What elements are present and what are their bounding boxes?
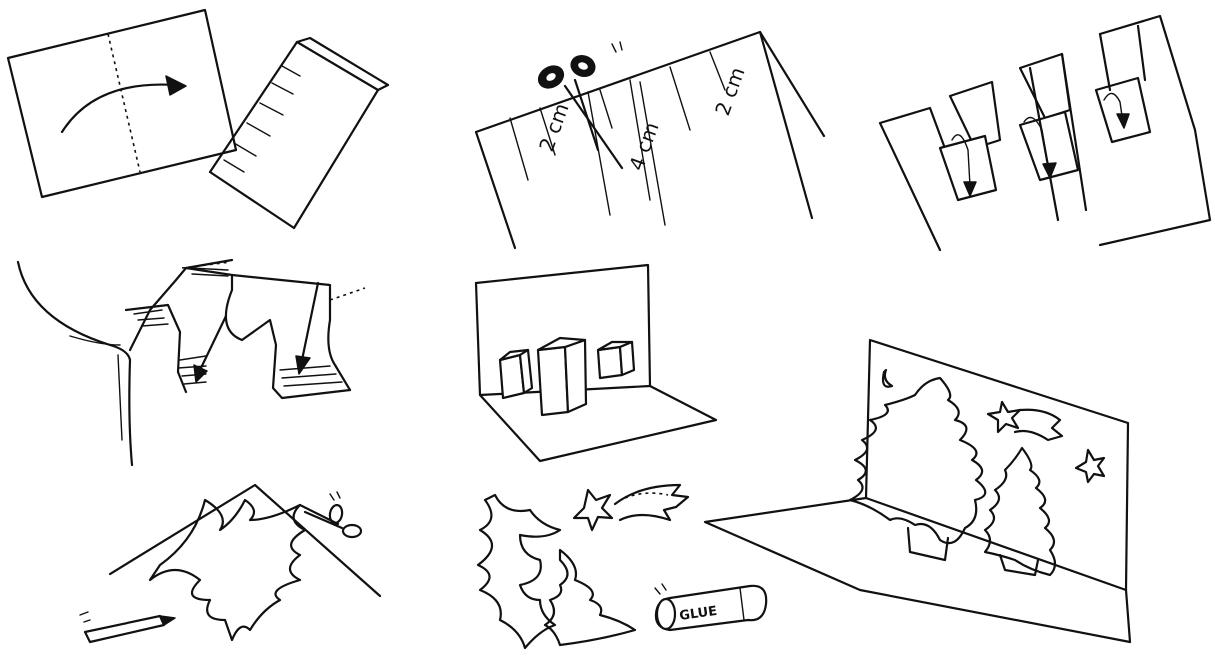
paper-edge-right <box>760 32 812 218</box>
finished-card-outline <box>705 340 1130 642</box>
tab-right-hatching <box>190 268 342 386</box>
pencil-icon <box>80 612 175 642</box>
step-cut-slits: 2 cm 4 cm 2 cm <box>476 32 824 248</box>
star-icon-1 <box>988 402 1020 432</box>
box-middle-side <box>565 340 586 412</box>
paper-left-tab <box>880 108 950 250</box>
step-finished-card <box>705 340 1130 642</box>
push-arrow-2 <box>302 283 318 360</box>
folded-paper-back-edge <box>297 38 388 90</box>
box-support-1 <box>908 528 948 560</box>
card-top-edge <box>130 268 242 350</box>
tree-large-popup <box>850 378 985 543</box>
tab-3-folded <box>1096 78 1150 142</box>
slit-marks <box>224 66 300 172</box>
fold-dotted-lines <box>182 262 365 300</box>
comet-icon <box>1015 410 1062 440</box>
label-2cm-right: 2 cm <box>710 64 750 119</box>
step-open-card <box>476 265 716 461</box>
tab-right-side <box>232 275 350 390</box>
tree-cutout-small <box>545 550 635 645</box>
flat-paper-sheet <box>8 10 236 197</box>
step-cutout-shapes: GLUE <box>478 485 766 648</box>
tree-small-popup <box>985 448 1055 575</box>
push-arrow-2-head <box>296 356 310 374</box>
fold-arrow-head <box>166 76 186 95</box>
card-curved-edge <box>18 262 132 465</box>
step-draw-cut-tree <box>80 485 380 642</box>
moon-icon <box>883 370 892 387</box>
folded-paper <box>210 42 378 228</box>
fold-line <box>108 34 140 172</box>
star-cutout <box>574 490 612 530</box>
paper-edge-left <box>476 132 515 248</box>
push-arrow-1 <box>200 316 226 370</box>
box-right-front <box>598 347 622 378</box>
tree-cutout-large <box>478 495 560 648</box>
push-arrow-1-head <box>194 365 207 382</box>
step-fold-paper <box>8 10 388 228</box>
label-4cm: 4 cm <box>624 119 664 174</box>
step-fold-tabs <box>880 16 1210 250</box>
box-right-side <box>620 342 634 375</box>
comet-tail-cutout <box>615 485 688 520</box>
finished-card-fold <box>866 498 1126 590</box>
paper-edge-top <box>476 32 824 136</box>
fold-arrow <box>62 85 175 132</box>
star-icon-2 <box>1076 450 1104 482</box>
tab-right-outline <box>186 260 350 398</box>
scissors-small-icon <box>300 492 361 537</box>
box-middle-front <box>538 347 568 415</box>
card-edge-detail <box>70 336 122 440</box>
step-push-tabs <box>18 260 365 465</box>
glue-stick-icon: GLUE <box>655 584 766 630</box>
